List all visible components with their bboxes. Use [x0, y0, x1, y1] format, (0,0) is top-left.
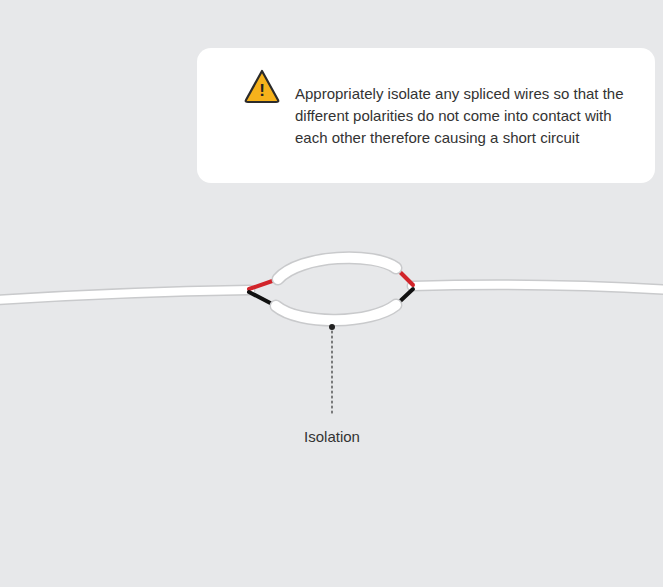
- warning-text: Appropriately isolate any spliced wires …: [295, 83, 633, 149]
- part-label: Isolation: [304, 428, 360, 445]
- warning-callout: Appropriately isolate any spliced wires …: [197, 48, 655, 183]
- warning-mark: !: [252, 81, 272, 101]
